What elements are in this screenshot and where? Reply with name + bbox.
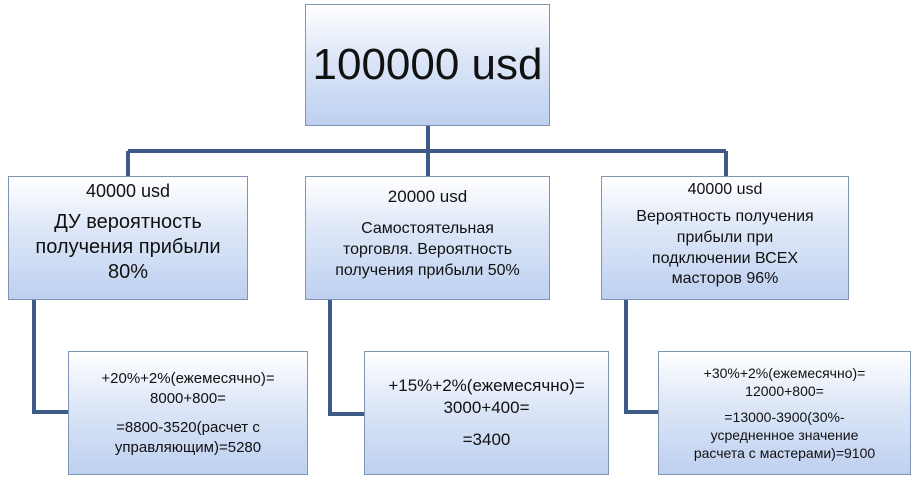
branch-amount: 40000 usd: [687, 181, 763, 198]
branch-desc-line: получения прибыли 50%: [335, 261, 520, 279]
branch-desc-line: получения прибыли: [35, 236, 221, 258]
calc-node-self-trading: +15%+2%(ежемесячно)= 3000+400= =3400: [364, 351, 609, 475]
calc-node-du: +20%+2%(ежемесячно)= 8000+800= =8800-352…: [68, 351, 308, 475]
calc-line: +20%+2%(ежемесячно)=: [101, 370, 275, 387]
branch-desc-line: прибыли при: [676, 228, 774, 246]
branch-desc-line: 80%: [107, 261, 149, 283]
calc-line: =8800-3520(расчет с: [116, 419, 260, 436]
calc-line: +30%+2%(ежемесячно)=: [703, 364, 866, 381]
branch-desc-line: подключении ВСЕХ: [651, 249, 799, 267]
branch-desc-line: масторов 96%: [671, 270, 779, 288]
branch-desc-line: Самостоятельная: [361, 220, 494, 237]
elbow-line-left: [32, 300, 68, 414]
calc-line: =3400: [462, 430, 511, 450]
calc-line: 8000+800=: [150, 389, 226, 407]
elbow-line-right: [624, 300, 658, 414]
branch-node-masters: 40000 usd Вероятность получения прибыли …: [601, 176, 849, 300]
branch-desc-line: Вероятность получения: [636, 208, 814, 225]
calc-line: усредненное значение: [710, 427, 859, 444]
calc-line: 3000+400=: [443, 397, 530, 417]
branch-amount: 40000 usd: [85, 181, 171, 201]
branch-desc-line: торговля. Вероятность: [342, 240, 513, 258]
calc-line: управляющим)=5280: [114, 438, 262, 456]
calc-node-masters: +30%+2%(ежемесячно)= 12000+800= =13000-3…: [658, 351, 911, 475]
root-node: 100000 usd: [305, 4, 550, 126]
calc-line: 12000+800=: [745, 382, 824, 399]
branch-desc-line: ДУ вероятность: [54, 211, 202, 233]
branch-node-du: 40000 usd ДУ вероятность получения прибы…: [8, 176, 248, 300]
calc-line: =13000-3900(30%-: [724, 408, 845, 425]
calc-line: +15%+2%(ежемесячно)=: [388, 375, 585, 395]
branch-amount: 20000 usd: [387, 187, 468, 206]
elbow-line-center: [328, 300, 364, 416]
calc-line: расчета с мастерами)=9100: [693, 445, 876, 462]
branch-node-self-trading: 20000 usd Самостоятельная торговля. Веро…: [305, 176, 550, 300]
root-amount: 100000 usd: [312, 39, 543, 89]
